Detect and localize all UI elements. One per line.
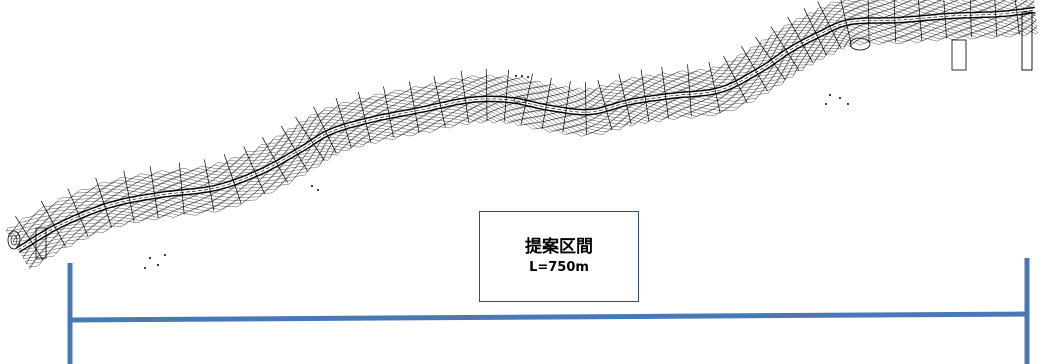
dimension-span-line bbox=[69, 311, 1028, 323]
section-length: L=750m bbox=[529, 259, 589, 275]
dimension-line bbox=[67, 258, 1030, 364]
road-alignment bbox=[16, 6, 1036, 253]
terrain-contours bbox=[6, 0, 1038, 270]
section-title: 提案区間 bbox=[525, 236, 593, 257]
drawing-details bbox=[7, 0, 1033, 269]
section-label-box: 提案区間 L=750m bbox=[479, 211, 639, 302]
